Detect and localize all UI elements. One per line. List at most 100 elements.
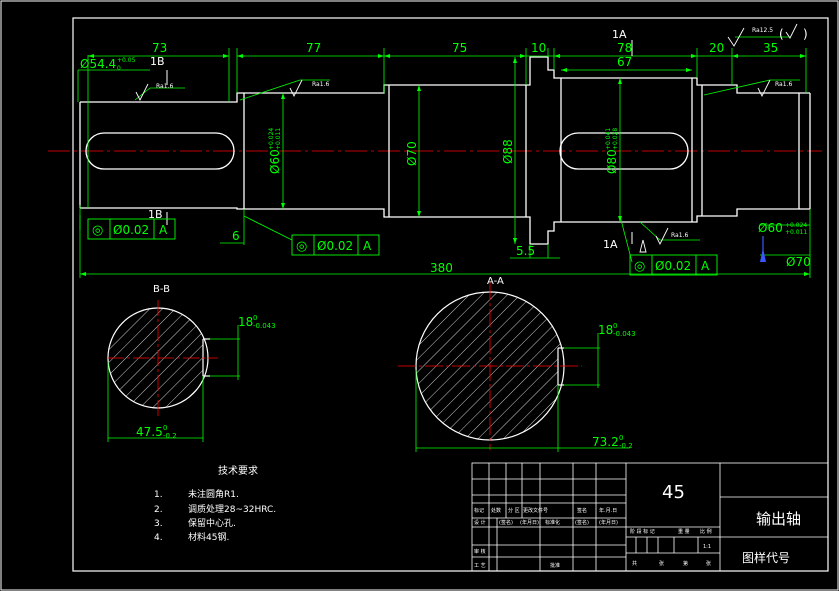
keyway-right [559,132,689,170]
dim-dia-60-right-tol-up: +0.024 [785,222,807,229]
tb-standard-date: (年月日) [599,519,618,526]
tb-label-date: 年.月.日 [599,507,617,514]
ra-label-global: Ra12.5 [752,27,773,34]
tb-standard-sign: (签名) [575,519,589,526]
section-bb-width: 18 [238,315,253,329]
tolerance-frame-1: ◎ Ø0.02 A [87,218,176,240]
dim-5-5: 5.5 [516,244,535,258]
dim-dia-54-4-tol-up: +0.05 [117,57,136,64]
ra-global-check [785,23,798,39]
tol-value-2: Ø0.02 [317,239,353,253]
dim-dia-60-right-tol-low: +0.011 [785,229,807,236]
tb-stage-mark: 阶 段 标 记 [630,528,655,535]
notes-title: 技术要求 [218,464,258,477]
ra-label-2: Ra1.6 [312,81,329,88]
dim-dia-70: Ø70 [405,141,419,166]
roughness-symbols [135,27,771,253]
note-1-text: 未注圆角R1. [188,488,239,500]
tb-scale: 1:1 [703,544,711,550]
dim-dia-60-tol-up: +0.024 [268,128,275,150]
tb-label-zone: 分 区 [508,507,520,514]
section-aa-width-tol-up: 0 [613,322,617,330]
note-1-num: 1. [154,490,163,500]
tb-sheet-num-unit: 张 [706,560,711,567]
section-bb-depth-tol-up: 0 [163,424,167,432]
tb-label-mark: 标记 [474,507,484,514]
dim-10: 10 [531,41,546,55]
dim-67: 67 [617,55,632,69]
tb-label-change-file: 更改文件号 [523,507,548,514]
note-4-num: 4. [154,533,163,543]
tb-design-date: (年月日) [520,519,539,526]
ra-global-paren-open: ( [779,27,784,41]
tb-sheet-total: 共 [632,560,637,567]
section-mark-1b-top: 1B [150,55,165,68]
dim-75: 75 [452,41,467,55]
section-mark-1b-bottom: 1B [148,208,163,221]
tb-material: 45 [662,482,685,503]
dim-dia-60-tol-low: +0.011 [275,128,282,150]
dim-6: 6 [232,229,240,243]
section-bb-depth: 47.5 [136,425,163,439]
dim-dia-80: Ø80 [605,149,619,174]
inner-frame [72,17,829,572]
note-3-text: 保留中心孔. [188,517,236,529]
tb-scale-label: 比 例 [700,528,712,535]
tol-datum-2: A [363,239,372,253]
section-aa-title: A-A [487,276,504,287]
dim-dia-70-right: Ø70 [786,255,811,269]
tol-value-3: Ø0.02 [655,259,691,273]
tb-design: 设 计 [474,519,486,526]
tb-process: 工 艺 [474,563,486,569]
note-4-text: 材料45钢. [188,531,229,543]
tb-label-count: 处数 [491,507,501,514]
section-aa-width: 18 [598,323,613,337]
dim-73: 73 [152,41,167,55]
tb-approve: 批准 [550,562,560,569]
ra-global-paren-close: ) [803,27,808,41]
tb-review: 审 核 [474,548,486,555]
section-bb-title: B-B [153,284,170,295]
ra-label-3: Ra1.6 [775,81,792,88]
keyway-left [85,132,235,170]
tb-sheet-total-unit: 张 [659,560,664,567]
section-aa-depth: 73.2 [592,435,619,449]
tb-design-sign: (签名) [499,519,513,526]
dim-dia-60: Ø60 [268,149,282,174]
dimension-arrows [80,54,810,276]
dim-dia-54-4: Ø54.4 [80,57,116,71]
tol-datum-1: A [159,223,168,237]
tb-label-signature: 签名 [577,507,587,514]
section-bb: B-B 18 0 -0.043 47.5 0 -0.2 [107,284,276,442]
note-3-num: 3. [154,519,163,529]
dim-dia-54-4-tol-low: 0 [117,65,121,72]
section-aa-depth-tol-up: 0 [619,434,623,442]
section-aa-width-tol-low: -0.043 [613,330,636,338]
tb-weight: 重 量 [678,528,690,535]
section-aa-depth-tol-low: -0.2 [619,442,633,450]
note-2-num: 2. [154,505,163,515]
shaft-outline [79,56,811,245]
tb-part-name: 输出轴 [756,510,801,528]
section-mark-1a-bottom: 1A [603,238,618,251]
tol-symbol-1: ◎ [92,223,103,238]
dim-35: 35 [763,41,778,55]
dim-dia-88: Ø88 [501,139,515,164]
title-block [471,462,829,572]
tolerance-frame-3: ◎ Ø0.02 A [629,254,718,276]
section-bb-width-tol-up: 0 [253,314,257,322]
dim-20: 20 [709,41,724,55]
section-mark-1a-top: 1A [612,28,627,41]
dim-78: 78 [617,41,632,55]
tol-value-1: Ø0.02 [113,223,149,237]
ra-label-4: Ra1.6 [671,232,688,239]
dim-dia-60-right: Ø60 [758,221,783,235]
note-2-text: 调质处理28~32HRC. [188,503,276,515]
dim-77: 77 [306,41,321,55]
dim-380: 380 [430,261,453,275]
tb-drawing-code: 图样代号 [742,550,790,565]
tol-symbol-3: ◎ [634,259,645,274]
ra-label-1: Ra1.6 [156,83,173,90]
